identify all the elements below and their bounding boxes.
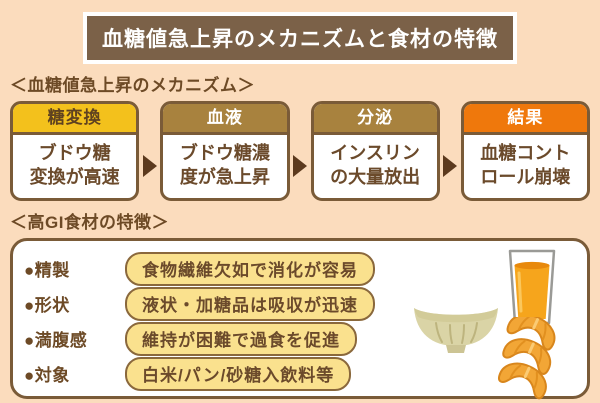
rice-bowl-icon [414, 281, 498, 353]
feature-row-refinement: ●精製 食物繊維欠如で消化が容易 [24, 251, 587, 286]
feature-row-form: ●形状 液状・加糖品は吸収が迅速 [24, 286, 587, 321]
arrow-right-icon [142, 155, 157, 177]
title-bar: 血糖値急上昇のメカニズムと食材の特徴 [0, 0, 600, 64]
step-body-text: ブドウ糖濃 度が急上昇 [179, 143, 270, 187]
feature-row-targets: ●対象 白米/パン/砂糖入飲料等 [24, 356, 587, 391]
bullet-icon: ● [24, 296, 35, 315]
feature-pill: 白米/パン/砂糖入飲料等 [125, 356, 352, 391]
feature-label-text: 満腹感 [34, 331, 88, 350]
feature-label-text: 精製 [34, 261, 70, 280]
feature-pill: 維持が困難で過食を促進 [125, 321, 357, 356]
step-header: 結果 [463, 104, 587, 135]
feature-label: ●対象 [24, 361, 125, 386]
orange-juice-icon [508, 249, 556, 325]
features-box: ●精製 食物繊維欠如で消化が容易 ●形状 液状・加糖品は吸収が迅速 ●満腹感 維… [10, 238, 590, 400]
arrow-right-icon [293, 155, 307, 177]
step-header: 血液 [163, 104, 287, 135]
flow-step-blood: 血液 ブドウ糖濃 度が急上昇 [160, 101, 290, 201]
feature-label: ●精製 [24, 256, 125, 281]
feature-label-text: 形状 [34, 296, 70, 315]
feature-row-satiety: ●満腹感 維持が困難で過食を促進 [24, 321, 587, 356]
feature-pill: 液状・加糖品は吸収が迅速 [125, 286, 375, 321]
feature-pill: 食物繊維欠如で消化が容易 [125, 251, 375, 286]
feature-label-text: 対象 [34, 366, 70, 385]
step-header: 分泌 [313, 104, 437, 135]
bullet-icon: ● [24, 331, 35, 350]
flow-step-secretion: 分泌 インスリン の大量放出 [310, 101, 440, 201]
flow-step-result: 結果 血糖コント ロール崩壊 [460, 101, 590, 201]
features-section-heading: ＜高GI食材の特徴＞ [10, 213, 169, 232]
bullet-icon: ● [24, 366, 35, 385]
step-header: 糖変換 [13, 104, 137, 135]
step-body-text: 血糖コント ロール崩壊 [480, 143, 571, 187]
bullet-icon: ● [24, 261, 35, 280]
mechanism-flow: 糖変換 ブドウ糖 変換が高速 血液 ブドウ糖濃 度が急上昇 分泌 インスリン の… [10, 101, 590, 201]
step-body-text: インスリン の大量放出 [330, 143, 421, 187]
flow-arrow-cell [290, 101, 311, 201]
mechanism-section-heading: ＜血糖値急上昇のメカニズム＞ [10, 76, 255, 95]
step-body-text: ブドウ糖 変換が高速 [29, 143, 120, 187]
feature-label: ●形状 [24, 291, 125, 316]
flow-arrow-cell [440, 101, 461, 201]
page-title: 血糖値急上昇のメカニズムと食材の特徴 [83, 12, 517, 64]
flow-arrow-cell [139, 101, 160, 201]
croissant-icon [498, 317, 556, 400]
arrow-right-icon [443, 155, 458, 177]
feature-label: ●満腹感 [24, 326, 125, 351]
flow-step-conversion: 糖変換 ブドウ糖 変換が高速 [10, 101, 140, 201]
food-illustrations [413, 245, 581, 400]
